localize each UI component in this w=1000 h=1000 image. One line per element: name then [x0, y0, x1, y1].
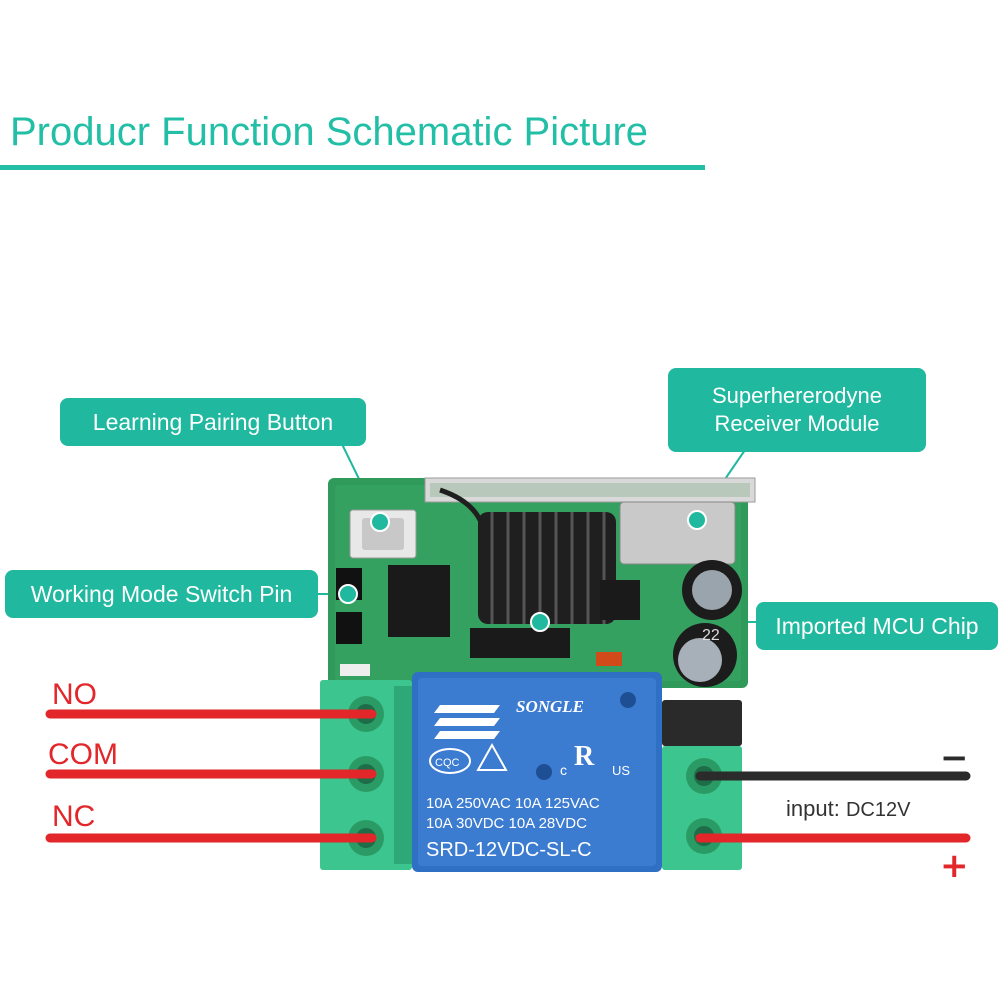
songle-logo	[434, 705, 500, 739]
relay: SONGLE CQC c R US 10A 250VAC 10A 125VAC …	[412, 672, 662, 872]
marker-mcu-chip	[530, 612, 550, 632]
callout-receiver-line2: Receiver Module	[714, 411, 880, 436]
callout-learning-button-text: Learning Pairing Button	[92, 408, 334, 435]
c-mark: c	[560, 762, 567, 778]
input-voltage: DC12V	[845, 799, 911, 821]
relay-rating-row1: 10A 250VAC 10A 125VAC	[426, 795, 600, 812]
callout-receiver-line1: Superhererodyne	[711, 383, 882, 408]
title-underline	[0, 165, 705, 170]
ic-chip-left	[388, 565, 450, 637]
capacitor-top	[682, 560, 742, 620]
label-com: COM	[48, 738, 118, 771]
callout-receiver-module: Superhererodyne Receiver Module	[668, 368, 926, 452]
callout-learning-button: Learning Pairing Button	[60, 398, 366, 446]
warning-triangle-icon	[476, 742, 508, 771]
terminal-block-right	[662, 746, 742, 870]
negative-sign: −	[940, 738, 969, 778]
mcu-chip	[470, 628, 570, 658]
capacitor-bottom: 22	[673, 623, 737, 687]
marker-receiver-module	[687, 510, 707, 530]
input-label: input: DC12V	[786, 796, 910, 822]
svg-text:R: R	[574, 741, 595, 772]
callout-mode-switch-text: Working Mode Switch Pin	[30, 580, 293, 607]
relay-rating-row2: 10A 30VDC 10A 28VDC	[426, 815, 587, 832]
marker-mode-switch	[338, 584, 358, 604]
input-label-text: input:	[786, 796, 840, 821]
page-title: Producr Function Schematic Picture	[10, 110, 649, 154]
callout-mcu-chip-text: Imported MCU Chip	[775, 612, 979, 639]
positive-sign: +	[940, 846, 969, 886]
cqc-mark: CQC	[435, 757, 460, 769]
crystal-oscillator	[619, 501, 736, 565]
diode	[662, 700, 742, 746]
callout-mode-switch: Working Mode Switch Pin	[5, 570, 318, 618]
marker-learning-button	[370, 512, 390, 532]
capacitor-label: 22	[702, 627, 720, 644]
label-no: NO	[52, 678, 97, 711]
label-nc: NC	[52, 800, 96, 833]
indicator-led	[596, 652, 622, 666]
us-mark: US	[612, 763, 630, 778]
relay-brand: SONGLE	[516, 697, 584, 716]
callout-mcu-chip: Imported MCU Chip	[756, 602, 998, 650]
relay-model: SRD-12VDC-SL-C	[426, 839, 592, 861]
